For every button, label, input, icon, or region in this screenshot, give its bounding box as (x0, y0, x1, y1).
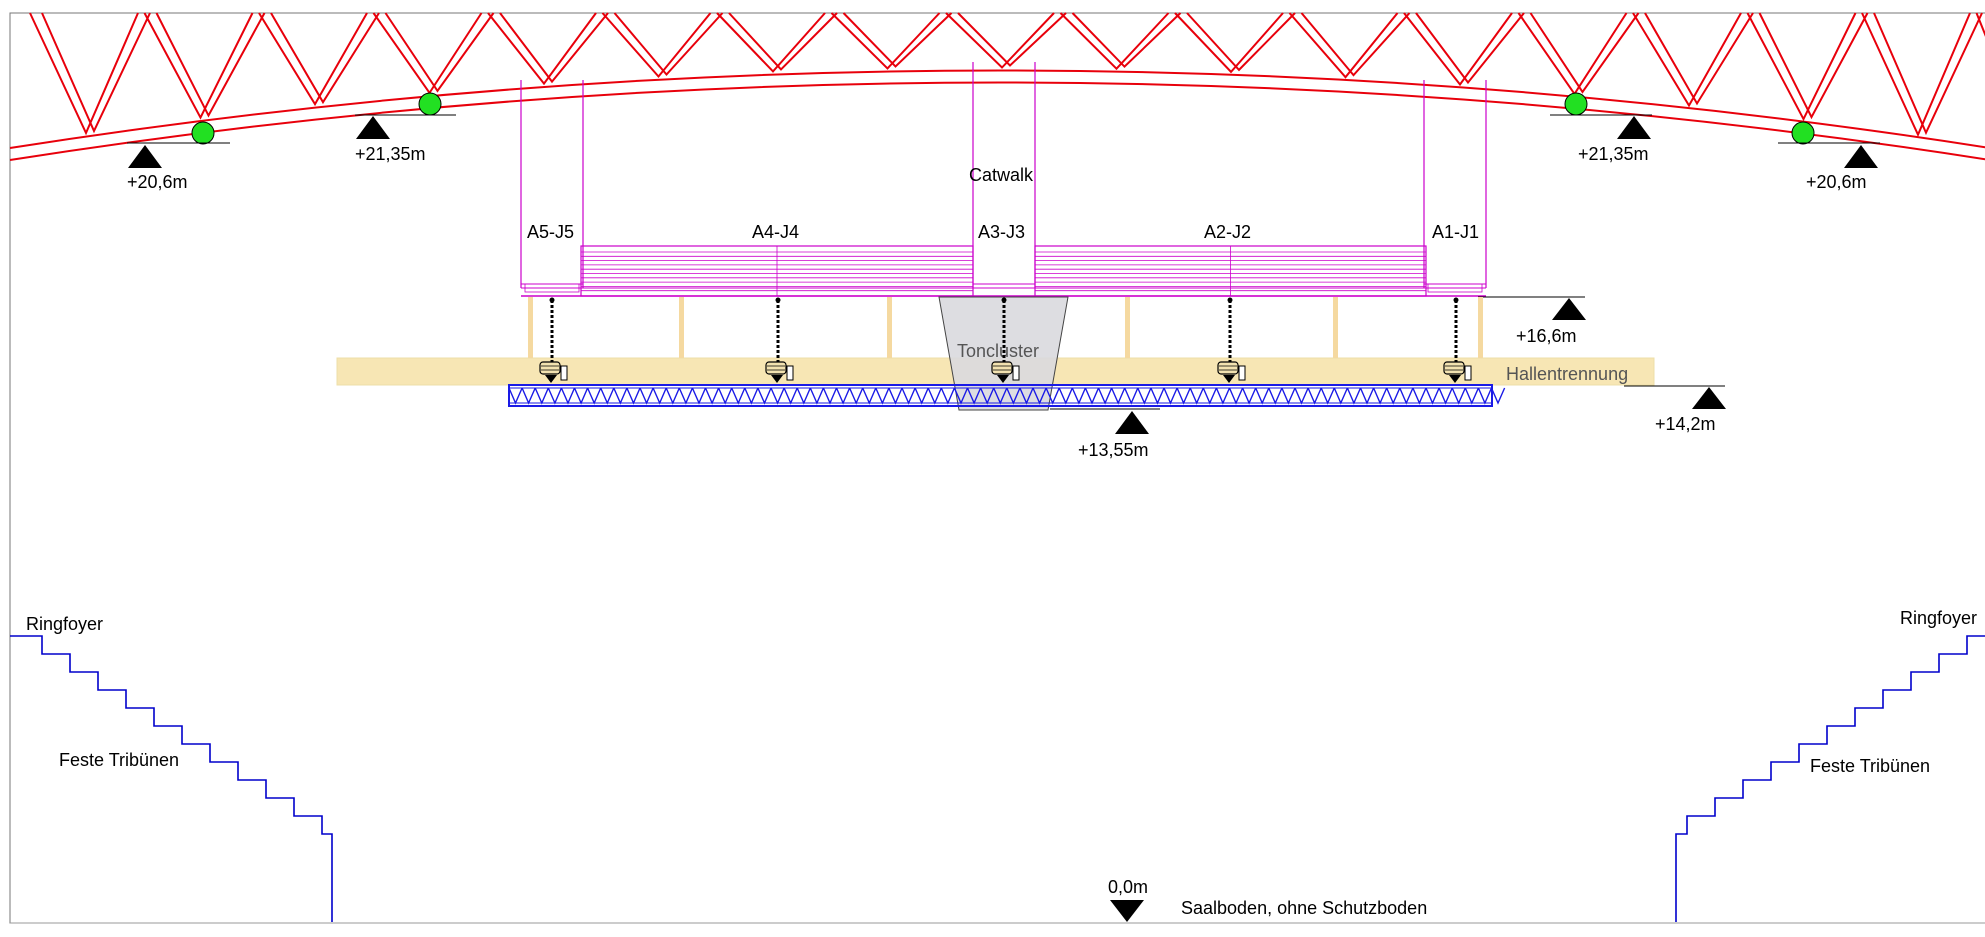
triangle-up-icon (1617, 116, 1651, 139)
triangle-up-icon (1844, 145, 1878, 168)
chain-hoist-icon (991, 297, 1020, 383)
tribune-left: Ringfoyer Feste Tribünen (10, 614, 333, 922)
level-marker-roof-left-outer: +20,6m (127, 142, 230, 192)
level-label: +16,6m (1516, 326, 1577, 346)
catwalk-railing-a2 (1034, 245, 1427, 297)
triangle-up-icon (1552, 298, 1586, 320)
level-marker-roof-right-outer: +20,6m (1778, 142, 1880, 192)
floor-level: 0,0m Saalboden, ohne Schutzboden (10, 877, 1985, 924)
triangle-up-icon (1115, 411, 1149, 434)
tribune-right-label: Feste Tribünen (1810, 756, 1930, 776)
hall-divider-label: Hallentrennung (1506, 364, 1628, 384)
sound-cluster-label: Toncluster (957, 341, 1039, 361)
level-label: +21,35m (355, 144, 426, 164)
section-label-a2-j2: A2-J2 (1204, 222, 1251, 242)
catwalk (521, 245, 1486, 297)
level-marker-roof-left-inner: +21,35m (355, 114, 456, 164)
triangle-up-icon (128, 145, 162, 168)
support-ball-icon (418, 92, 442, 116)
level-label: +21,35m (1578, 144, 1649, 164)
section-label-a4-j4: A4-J4 (752, 222, 799, 242)
triangle-up-icon (356, 116, 390, 139)
catwalk-label: Catwalk (969, 165, 1034, 185)
level-label: +20,6m (127, 172, 188, 192)
tribune-right: Ringfoyer Feste Tribünen (1675, 608, 1985, 922)
level-marker-roof-right-inner: +21,35m (1550, 114, 1652, 164)
chain-hoist-icon (1443, 297, 1472, 383)
level-label: +20,6m (1806, 172, 1867, 192)
section-label-a1-j1: A1-J1 (1432, 222, 1479, 242)
section-label-a5-j5: A5-J5 (527, 222, 574, 242)
support-ball-icon (1564, 92, 1588, 116)
hall-divider-posts (528, 297, 1483, 358)
chain-hoist-icon (539, 297, 568, 383)
chain-hoist-icon (765, 297, 794, 383)
ringfoyer-left-label: Ringfoyer (26, 614, 103, 634)
level-marker-catwalk: +16,6m (1478, 296, 1586, 346)
lighting-truss (508, 384, 1506, 407)
level-label: +14,2m (1655, 414, 1716, 434)
triangle-up-icon (1692, 387, 1726, 409)
catwalk-hangers (520, 62, 1487, 288)
roof-truss (9, 12, 1985, 161)
catwalk-railing-a4 (524, 245, 1483, 297)
chain-hoist-icon (1217, 297, 1246, 383)
tribune-left-label: Feste Tribünen (59, 750, 179, 770)
level-marker-hall-divider: +14,2m (1624, 385, 1726, 434)
triangle-down-icon (1110, 900, 1144, 922)
support-balls (191, 92, 1815, 145)
level-label: 0,0m (1108, 877, 1148, 897)
support-ball-icon (191, 121, 215, 145)
sound-cluster: Toncluster (938, 296, 1069, 411)
ringfoyer-right-label: Ringfoyer (1900, 608, 1977, 628)
chain-hoists (539, 297, 1472, 383)
section-label-a3-j3: A3-J3 (978, 222, 1025, 242)
level-marker-truss: +13,55m (1050, 408, 1160, 460)
level-label: +13,55m (1078, 440, 1149, 460)
drawing-frame (9, 12, 1985, 924)
floor-label: Saalboden, ohne Schutzboden (1181, 898, 1427, 918)
support-ball-icon (1791, 121, 1815, 145)
